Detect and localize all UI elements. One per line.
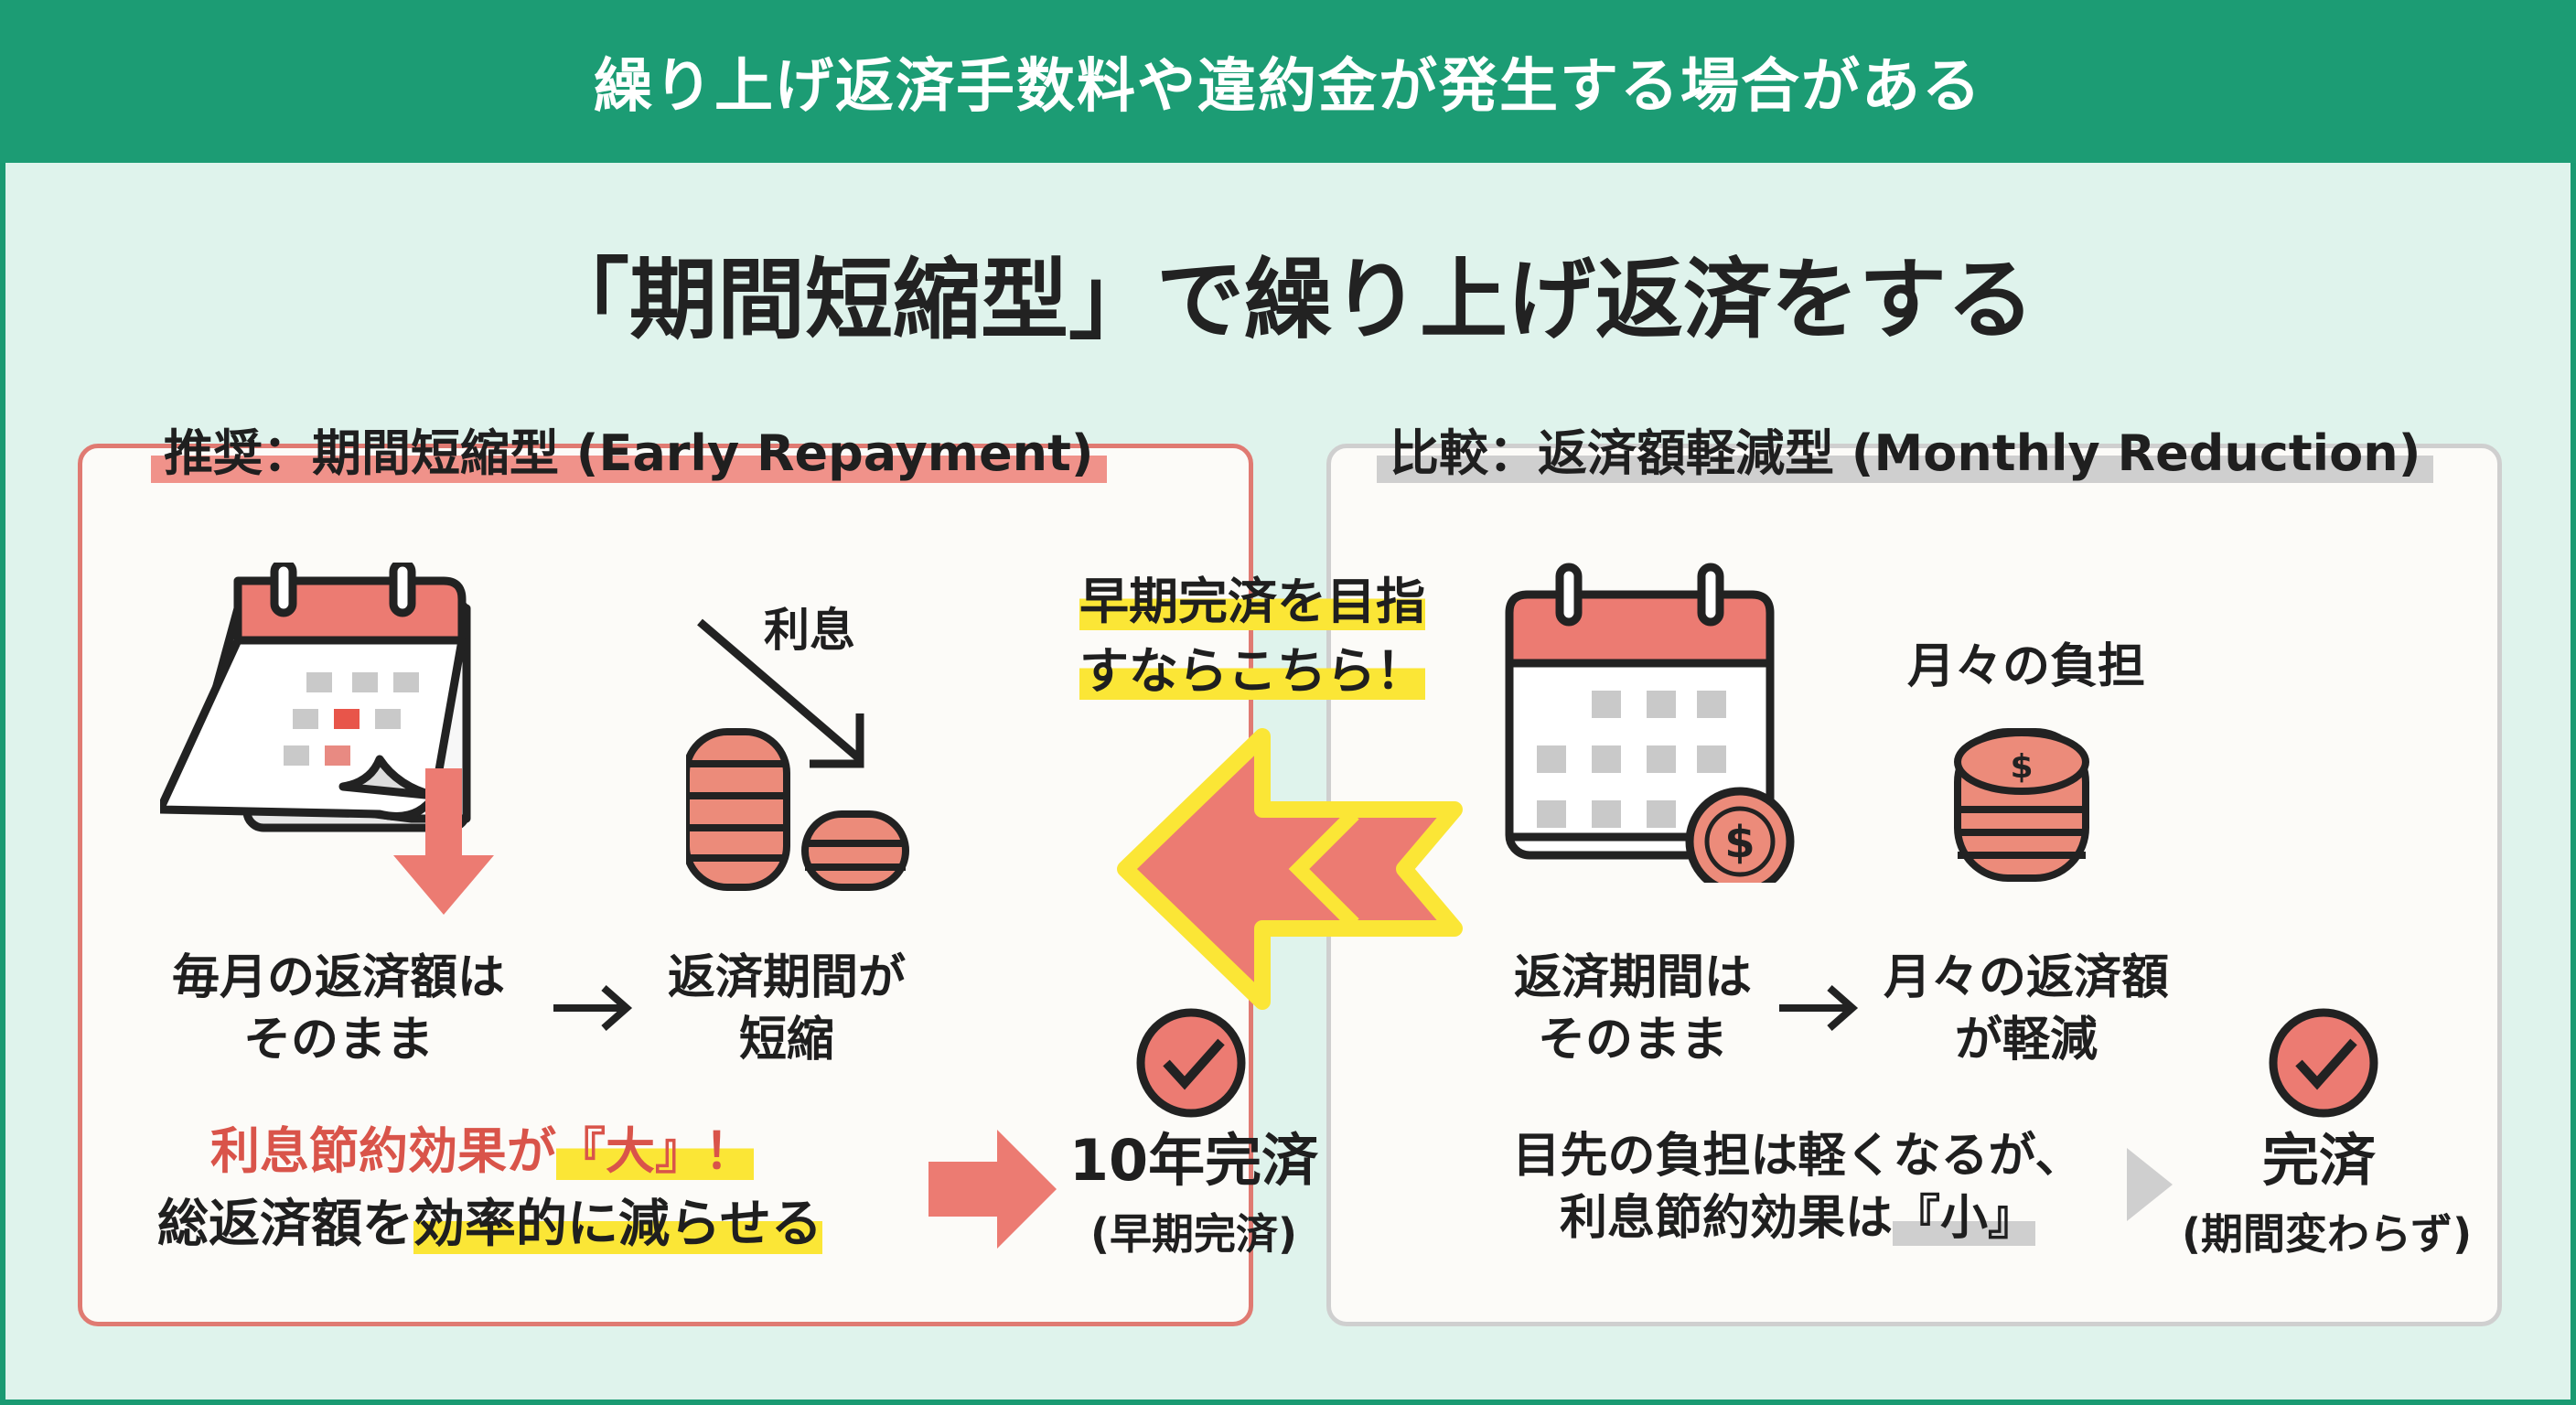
left-step2-line1: 返済期間が bbox=[667, 950, 906, 1005]
right-note-line2a: 利息節約効果は bbox=[1559, 1191, 1893, 1246]
right-step1: 返済期間はそのまま bbox=[1450, 947, 1816, 1071]
big-left-arrow-icon bbox=[1117, 728, 1463, 1010]
page-title: 「期間短縮型」で繰り上げ返済をする bbox=[542, 249, 2034, 351]
comparison-heading-text: 比較：返済額軽減型 (Monthly Reduction) bbox=[1390, 424, 2421, 482]
benefit-line2: 総返済額を効率的に減らせる bbox=[157, 1194, 822, 1256]
left-step1: 毎月の返済額はそのまま bbox=[156, 947, 521, 1071]
right-step1-line1: 返済期間は bbox=[1513, 950, 1752, 1005]
right-result: 完済 bbox=[2261, 1127, 2376, 1194]
svg-text:$: $ bbox=[2010, 748, 2033, 786]
right-step1-line2: そのまま bbox=[1537, 1013, 1728, 1067]
recommended-heading-text: 推奨：期間短縮型 (Early Repayment) bbox=[164, 424, 1094, 482]
recommended-heading: 推奨：期間短縮型 (Early Repayment) bbox=[151, 412, 1107, 485]
benefit2-a: 総返済額を bbox=[157, 1195, 413, 1254]
benefit-big-text: 『大』！ bbox=[556, 1122, 754, 1180]
calendar-coin-icon: $ bbox=[1505, 563, 1795, 883]
arrow-right-pink-icon bbox=[928, 1130, 1057, 1249]
right-note-line2b: 『小』 bbox=[1893, 1191, 2036, 1246]
left-result: 10年完済 bbox=[1068, 1127, 1319, 1194]
right-step2-line2: が軽減 bbox=[1954, 1013, 2098, 1067]
left-result-sub: (早期完済) bbox=[1089, 1209, 1298, 1259]
right-result-sub: (期間変わらず) bbox=[2182, 1209, 2473, 1259]
check-circle-icon bbox=[1136, 1008, 1246, 1118]
arrow-right-icon bbox=[1779, 984, 1859, 1032]
check-circle-icon bbox=[2269, 1008, 2378, 1118]
svg-text:$: $ bbox=[1724, 817, 1755, 868]
benefit-line1: 利息節約効果が『大』！ bbox=[210, 1121, 754, 1183]
benefit-red-text: 利息節約効果が bbox=[210, 1122, 556, 1180]
interest-decrease-arrow-icon bbox=[686, 618, 909, 891]
calendar-down-icon bbox=[160, 563, 494, 915]
left-step1-line2: そのまま bbox=[242, 1013, 434, 1067]
right-step2: 月々の返済額が軽減 bbox=[1866, 947, 2186, 1071]
right-step2-line1: 月々の返済額 bbox=[1883, 950, 2169, 1005]
callout-line1: 早期完済を目指 bbox=[1079, 573, 1425, 630]
comparison-heading: 比較：返済額軽減型 (Monthly Reduction) bbox=[1377, 412, 2434, 485]
burden-label: 月々の負担 bbox=[1906, 639, 2145, 694]
coin-stack-icon: $ bbox=[1954, 728, 2089, 882]
benefit2-b: 効率的に減らせる bbox=[413, 1195, 822, 1254]
left-step2-line2: 短縮 bbox=[738, 1013, 834, 1067]
arrow-right-icon bbox=[553, 984, 633, 1032]
right-note: 目先の負担は軽くなるが、利息節約効果は『小』 bbox=[1482, 1125, 2113, 1249]
interest-label: 利息 bbox=[764, 604, 855, 657]
right-note-line1: 目先の負担は軽くなるが、 bbox=[1512, 1129, 2083, 1184]
triangle-right-icon bbox=[2127, 1148, 2173, 1221]
callout-line2: すならこちら！ bbox=[1079, 642, 1425, 700]
left-step1-line1: 毎月の返済額は bbox=[171, 950, 505, 1005]
header-banner: 繰り上げ返済手数料や違約金が発生する場合がある bbox=[0, 0, 2576, 163]
callout: 早期完済を目指すならこちら！ bbox=[1079, 567, 1473, 706]
left-step2: 返済期間が短縮 bbox=[640, 947, 933, 1071]
comparison-panel bbox=[1326, 444, 2502, 1326]
